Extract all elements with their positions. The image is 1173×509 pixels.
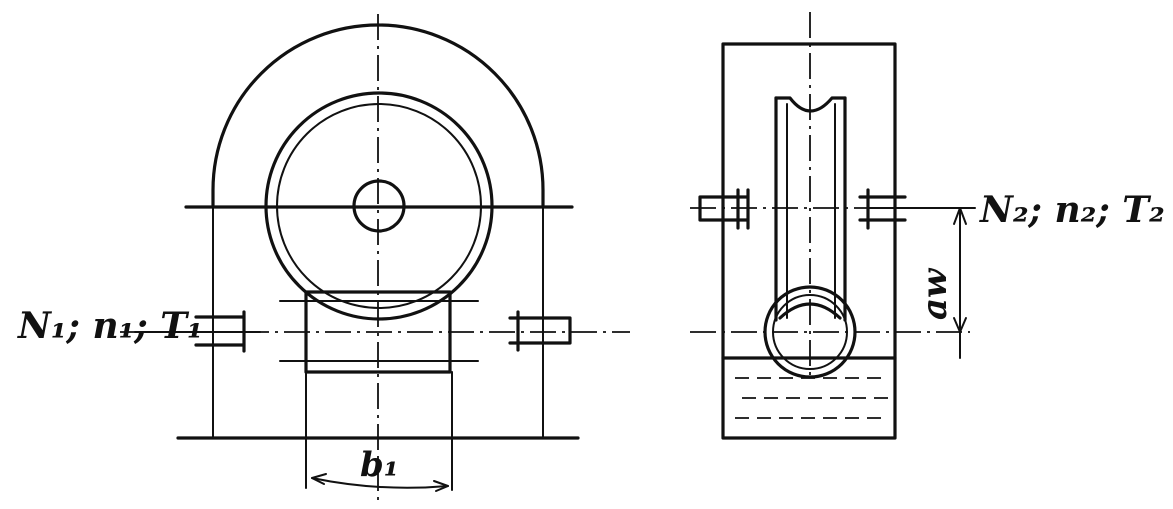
wheel-shaft-bore [352,179,406,233]
wheel-groove-top [774,96,847,113]
dim-arrow-top [953,207,967,225]
worm-section-mesh [778,302,842,320]
worm-wheel-pitch-circle [276,103,482,309]
housing-outline [211,23,545,207]
side-housing [721,42,897,440]
worm-width-label: b₁ [360,445,399,485]
dim-arrow-left [311,473,327,485]
front-view: N₁; n₁; T₁ b₁ [17,14,630,500]
dim-arrow-right [433,480,449,492]
input-bearing-left [194,310,246,353]
bearing-right [508,310,572,352]
worm-wheel-outer-circle [264,91,494,321]
output-bearing-right [858,188,907,230]
output-bearing-left [698,188,750,230]
output-shaft-label: N₂; n₂; T₂ [979,189,1165,231]
side-view: N₂; n₂; T₂ aw [690,12,1165,440]
center-distance-label: aw [915,267,955,320]
dim-line-b1 [311,477,449,489]
dim-arrow-bottom [953,317,967,333]
input-shaft-label: N₁; n₁; T₁ [17,305,203,347]
